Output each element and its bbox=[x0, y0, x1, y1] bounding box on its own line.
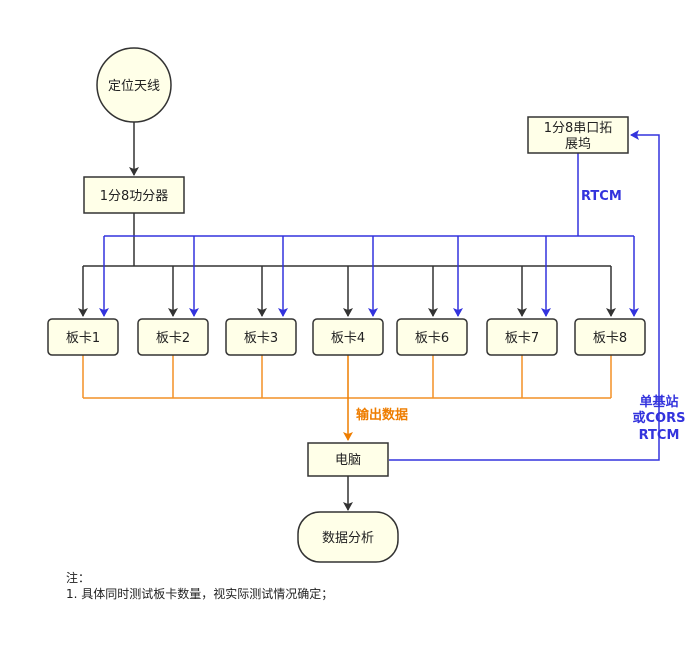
serial-hub-node: 1分8串口拓 展坞 bbox=[527, 116, 629, 154]
board-node: 板卡3 bbox=[225, 318, 297, 356]
board-box bbox=[574, 318, 646, 356]
board-label: 板卡4 bbox=[331, 331, 365, 346]
note-title: 注： bbox=[66, 571, 91, 585]
board-node: 板卡2 bbox=[137, 318, 209, 356]
splitter-box bbox=[83, 176, 185, 214]
board-box bbox=[47, 318, 119, 356]
antenna-node: 定位天线 bbox=[96, 47, 172, 123]
board-box bbox=[137, 318, 209, 356]
computer-label: 电脑 bbox=[335, 453, 361, 468]
signal-lines bbox=[78, 122, 616, 511]
analysis-box bbox=[297, 511, 399, 563]
board-box bbox=[396, 318, 468, 356]
boards-row: 板卡1 板卡2 板卡3 板卡4 板卡6 板卡7 板卡8 bbox=[47, 318, 646, 356]
board-label: 板卡7 bbox=[505, 331, 539, 346]
board-node: 板卡6 bbox=[396, 318, 468, 356]
board-box bbox=[486, 318, 558, 356]
antenna-label: 定位天线 bbox=[108, 79, 160, 94]
board-box bbox=[312, 318, 384, 356]
splitter-label: 1分8功分器 bbox=[100, 189, 169, 204]
board-node: 板卡1 bbox=[47, 318, 119, 356]
serial-hub-label-line1: 1分8串口拓 bbox=[544, 121, 613, 136]
board-node: 板卡4 bbox=[312, 318, 384, 356]
board-label: 板卡3 bbox=[244, 331, 278, 346]
serial-hub-label-line2: 展坞 bbox=[565, 136, 591, 152]
output-lines bbox=[82, 355, 612, 441]
base-station-label-line1: 单基站 bbox=[639, 394, 678, 410]
serial-hub-box bbox=[527, 116, 629, 154]
antenna-circle bbox=[96, 47, 172, 123]
board-label: 板卡6 bbox=[415, 331, 449, 346]
analysis-node: 数据分析 bbox=[297, 511, 399, 563]
rtcm-label: RTCM bbox=[581, 189, 622, 204]
analysis-label: 数据分析 bbox=[322, 531, 374, 546]
board-box bbox=[225, 318, 297, 356]
splitter-node: 1分8功分器 bbox=[83, 176, 185, 214]
board-node: 板卡8 bbox=[574, 318, 646, 356]
board-node: 板卡7 bbox=[486, 318, 558, 356]
rtcm-lines bbox=[99, 130, 660, 461]
board-label: 板卡2 bbox=[156, 331, 190, 346]
computer-node: 电脑 bbox=[307, 442, 389, 477]
base-station-label-line2: 或CORS bbox=[633, 410, 686, 426]
board-label: 板卡1 bbox=[66, 331, 100, 346]
note-line-1: 1. 具体同时测试板卡数量，视实际测试情况确定； bbox=[66, 587, 334, 601]
computer-box bbox=[307, 442, 389, 477]
computer-to-hub-arrow bbox=[389, 130, 660, 461]
output-data-label: 输出数据 bbox=[356, 407, 408, 423]
board-label: 板卡8 bbox=[593, 331, 627, 346]
base-station-label-line3: RTCM bbox=[639, 428, 680, 443]
